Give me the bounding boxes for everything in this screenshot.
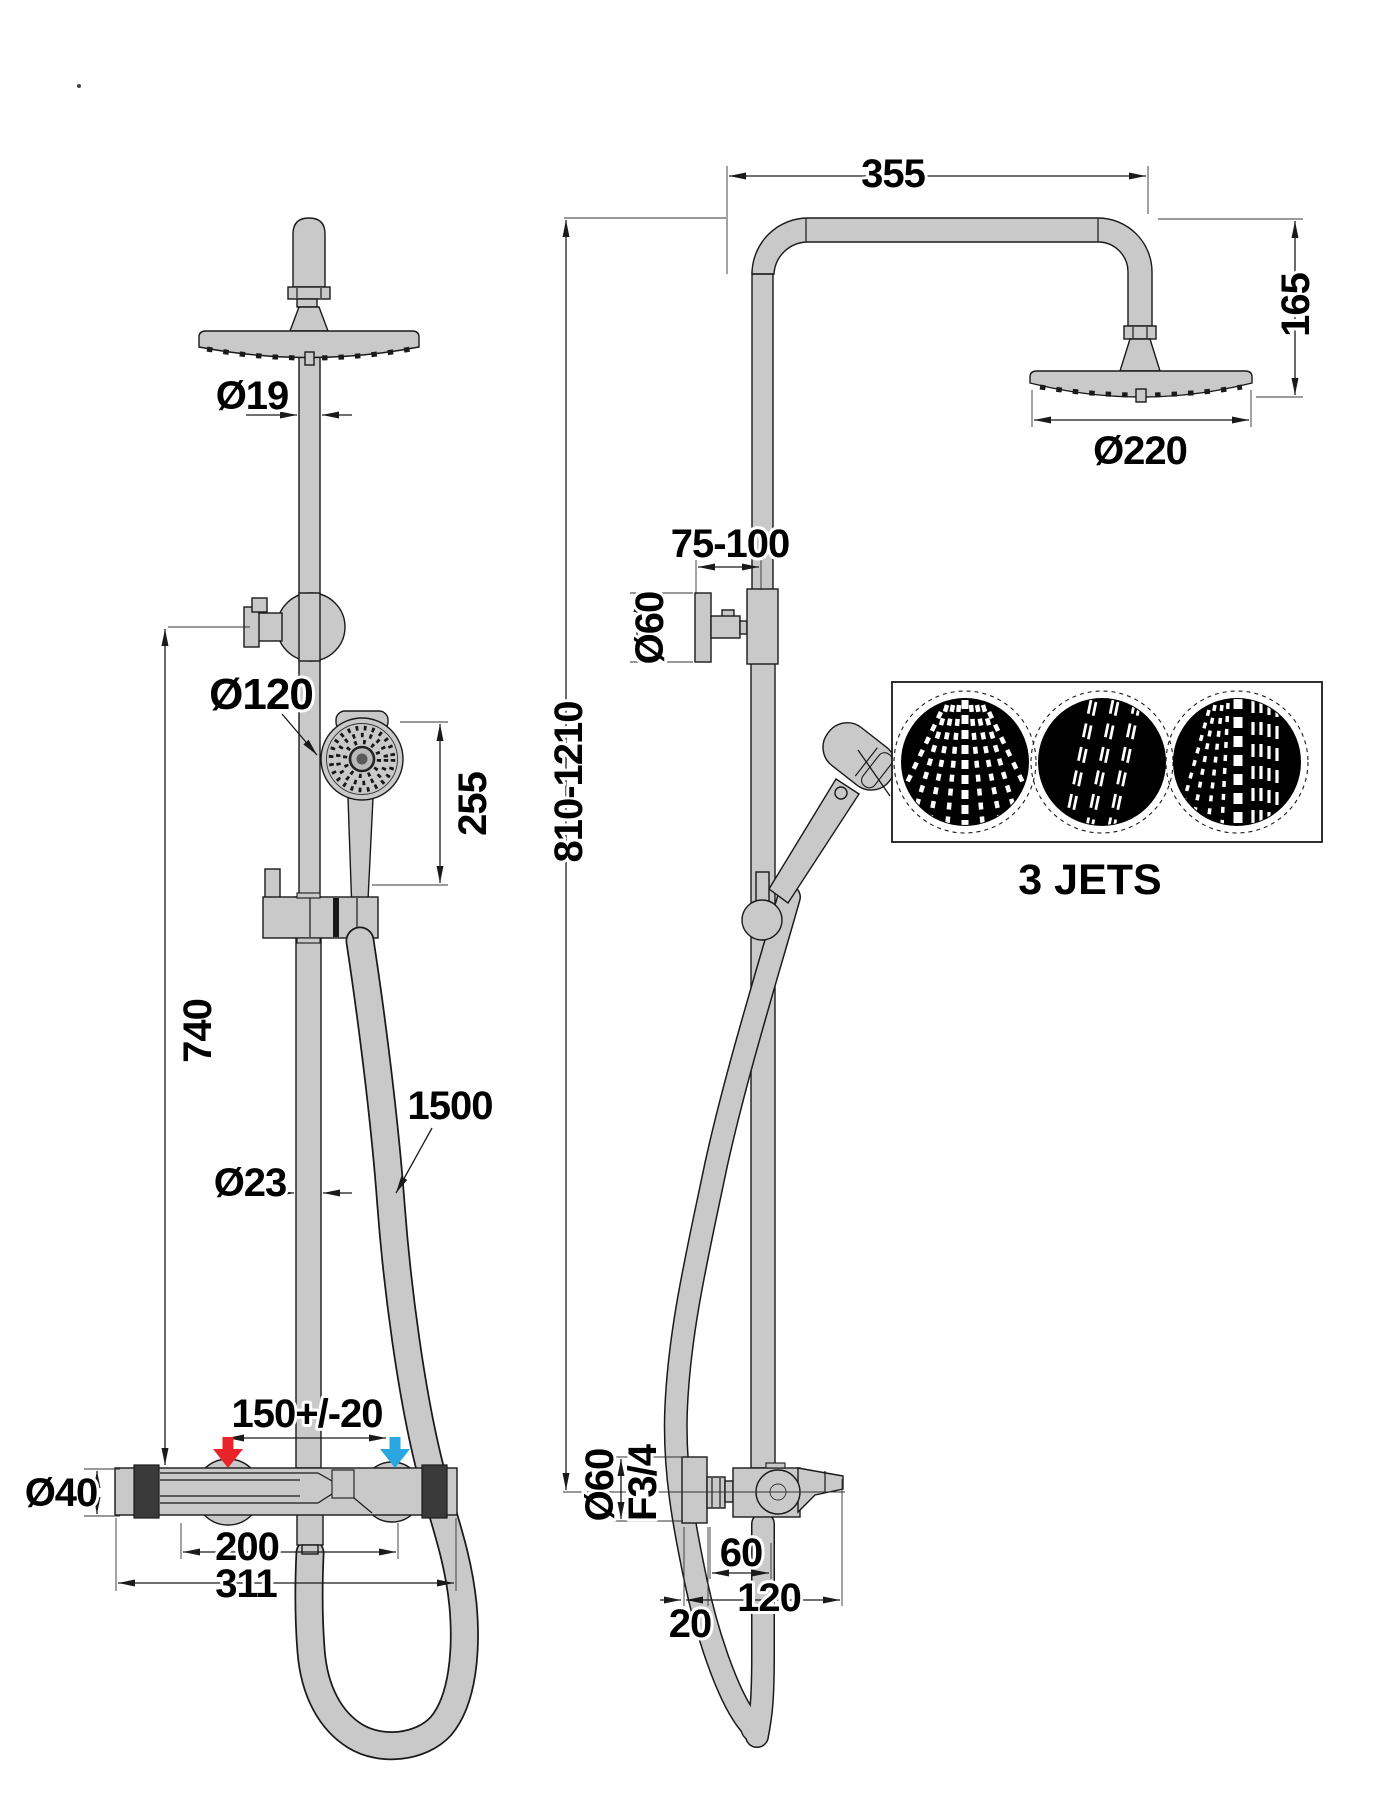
dim-label-thread-size: F3/4 — [621, 1443, 665, 1521]
dim-label-hand-shower-dia: Ø120 — [209, 670, 313, 719]
jet-pattern-mixed-icon — [1165, 690, 1309, 834]
dim-label-head-dia: Ø220 — [1093, 429, 1187, 473]
side-mixer-valve — [681, 1456, 844, 1524]
dim-label-hand-shower-drop: 255 — [451, 771, 495, 835]
front-shower-hose — [294, 926, 479, 1761]
spray-dots-mid — [335, 732, 389, 786]
dim-label-pipe-dia: Ø23 — [214, 1161, 287, 1205]
side-riser-and-arm — [750, 217, 1153, 1469]
side-view — [663, 217, 1253, 1748]
dim-label-flange-depth: 20 — [669, 1602, 712, 1646]
hot-inlet-arrow-icon — [213, 1437, 243, 1468]
side-wall-bracket — [694, 588, 779, 665]
dim-label-hose-length: 1500 — [408, 1084, 493, 1128]
dim-label-inlet-spacing: 150+/-20 — [231, 1392, 382, 1436]
front-mixer-valve — [114, 1458, 458, 1555]
dim-label-valve-width: 311 — [215, 1562, 277, 1606]
front-riser-pipe — [295, 355, 322, 1469]
front-slider-holder — [262, 868, 379, 944]
dim-label-head-drop: 165 — [1274, 272, 1318, 336]
dim-label-column-length: 740 — [176, 999, 220, 1063]
side-slider-knob — [741, 871, 783, 941]
dim-label-union-spacing: 200 — [215, 1525, 279, 1569]
front-view — [114, 217, 479, 1761]
front-valve-spout-detail — [160, 1469, 373, 1514]
print-dot — [77, 84, 81, 88]
dimension-labels: Ø19 Ø120 255 740 1500 Ø23 150+/-20 Ø40 2… — [22, 149, 1321, 1649]
side-shower-hose — [663, 885, 801, 1748]
dim-label-valve-depth: 120 — [737, 1576, 801, 1620]
spray-dots-outer — [328, 725, 396, 793]
dim-label-bracket-depth: 75-100 — [671, 522, 790, 566]
dim-label-flange-dia: Ø60 — [578, 1449, 622, 1522]
dim-label-valve-dia: Ø40 — [25, 1471, 98, 1515]
dim-label-bracket-dia: Ø60 — [628, 592, 672, 665]
jets-panel — [857, 681, 1323, 843]
jets-caption: 3 JETS — [1018, 856, 1161, 904]
side-hand-shower — [768, 722, 897, 905]
dim-label-column-height: 810-1210 — [547, 701, 591, 862]
dimension-lines — [84, 166, 1303, 1606]
dim-label-arm-reach: 355 — [861, 152, 925, 196]
front-wall-bracket — [243, 592, 346, 662]
front-overhead-shower — [198, 217, 420, 366]
dim-label-head-pipe-dia: Ø19 — [216, 374, 289, 418]
cold-inlet-arrow-icon — [380, 1437, 410, 1468]
dim-label-outlet-offset: 60 — [720, 1531, 763, 1575]
spray-dots-inner — [342, 739, 382, 779]
side-overhead-shower — [1029, 325, 1253, 403]
